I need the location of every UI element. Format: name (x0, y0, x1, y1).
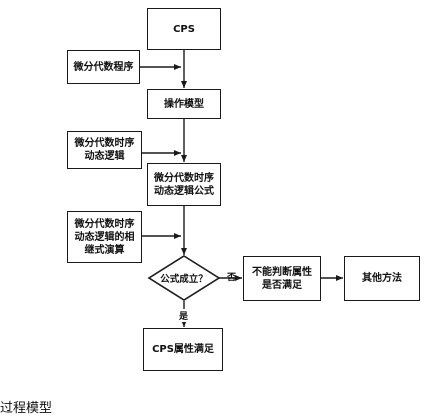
node-diff-program: 微分代数程序 (67, 50, 140, 84)
edge-label-yes: 是 (179, 309, 189, 322)
node-diff-program-label: 微分代数程序 (73, 61, 134, 73)
node-operation-model: 操作模型 (147, 89, 221, 119)
node-cannot-judge: 不能判断属性 是否满足 (243, 256, 321, 301)
node-cannot-judge-label: 不能判断属性 是否满足 (252, 266, 312, 291)
decision-text: 公式成立？ (160, 274, 208, 285)
figure-caption: 过程模型 (0, 401, 53, 416)
node-cps: CPS (147, 8, 221, 50)
edge-label-no: 否 (227, 270, 236, 283)
decision-diamond (147, 255, 221, 301)
node-calculus-label: 微分代数时序 动态逻辑的相 继式演算 (74, 218, 135, 256)
node-other-methods-label: 其他方法 (362, 273, 402, 284)
node-other-methods: 其他方法 (344, 256, 420, 301)
decision-label: 公式成立？ (149, 271, 219, 285)
node-satisfied-label: CPS属性满足 (152, 344, 214, 355)
node-operation-model-label: 操作模型 (164, 98, 204, 110)
node-cps-label: CPS (173, 23, 195, 35)
node-diff-temporal-logic-label: 微分代数时序 动态逻辑 (74, 138, 135, 162)
edge-label-yes-text: 是 (179, 312, 189, 322)
node-satisfied: CPS属性满足 (143, 328, 223, 371)
edge-label-no-text: 否 (227, 273, 237, 283)
node-calculus: 微分代数时序 动态逻辑的相 继式演算 (67, 211, 142, 263)
node-diff-temporal-logic: 微分代数时序 动态逻辑 (67, 131, 142, 169)
node-formula-label: 微分代数时序 动态逻辑公式 (154, 172, 214, 197)
node-formula: 微分代数时序 动态逻辑公式 (147, 163, 221, 206)
